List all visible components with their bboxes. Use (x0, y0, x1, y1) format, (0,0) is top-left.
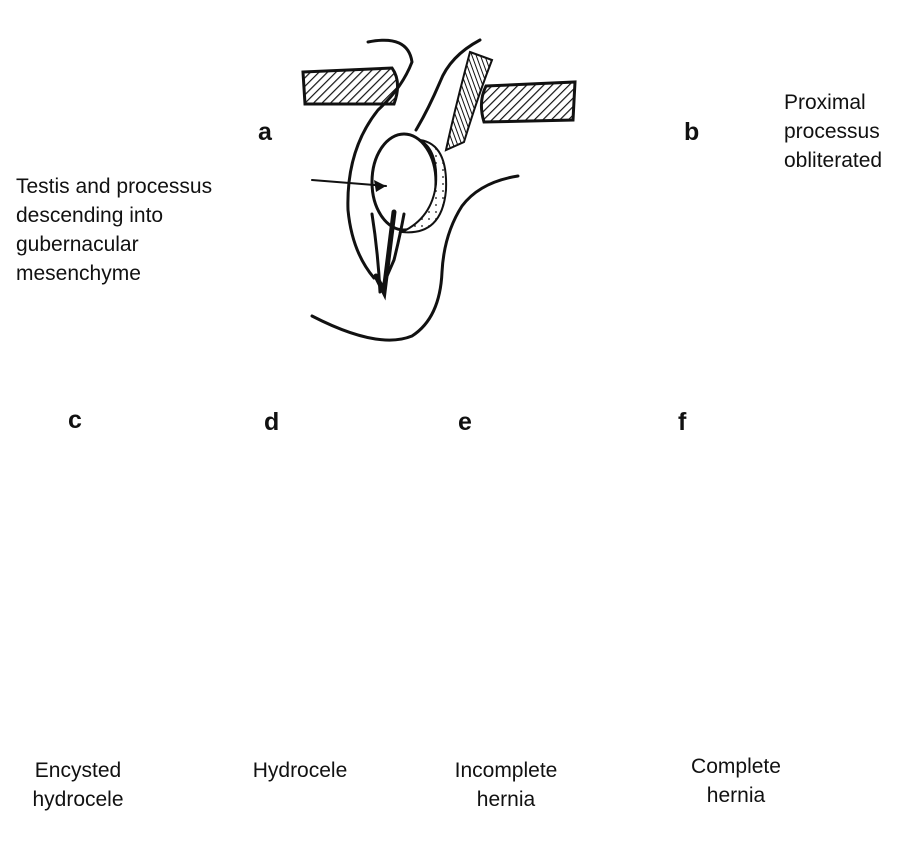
abdominal-wall-right (479, 80, 577, 124)
panel-a-label: Testis and processus descending into gub… (16, 175, 213, 285)
panel-letter-f: f (678, 408, 687, 436)
caption-c-line: Encysted (34, 759, 122, 782)
abdominal-wall-left (301, 66, 399, 106)
caption-e-line: hernia (476, 788, 536, 811)
panel-a-drawing (301, 38, 577, 342)
caption-e-line: Incomplete (454, 759, 558, 782)
caption-e: Incomplete hernia (436, 756, 576, 814)
caption-f: Complete hernia (666, 752, 806, 810)
caption-c: Encysted hydrocele (18, 756, 138, 814)
panel-b-label-line: obliterated (784, 149, 883, 172)
caption-c-line: hydrocele (32, 788, 124, 811)
caption-f-line: Complete (691, 755, 781, 778)
panel-b-label-line: Proximal (784, 91, 866, 114)
panel-b-label: Proximal processus obliterated (784, 88, 882, 175)
caption-d: Hydrocele (230, 756, 370, 785)
panel-letter-b: b (684, 118, 700, 146)
panel-letter-c: c (68, 406, 82, 434)
panel-letter-e: e (458, 408, 472, 436)
caption-d-line: Hydrocele (252, 759, 348, 782)
caption-f-line: hernia (706, 784, 766, 807)
panel-letter-a: a (258, 118, 272, 146)
panel-b-label-line: processus (784, 120, 880, 143)
panel-letter-d: d (264, 408, 280, 436)
